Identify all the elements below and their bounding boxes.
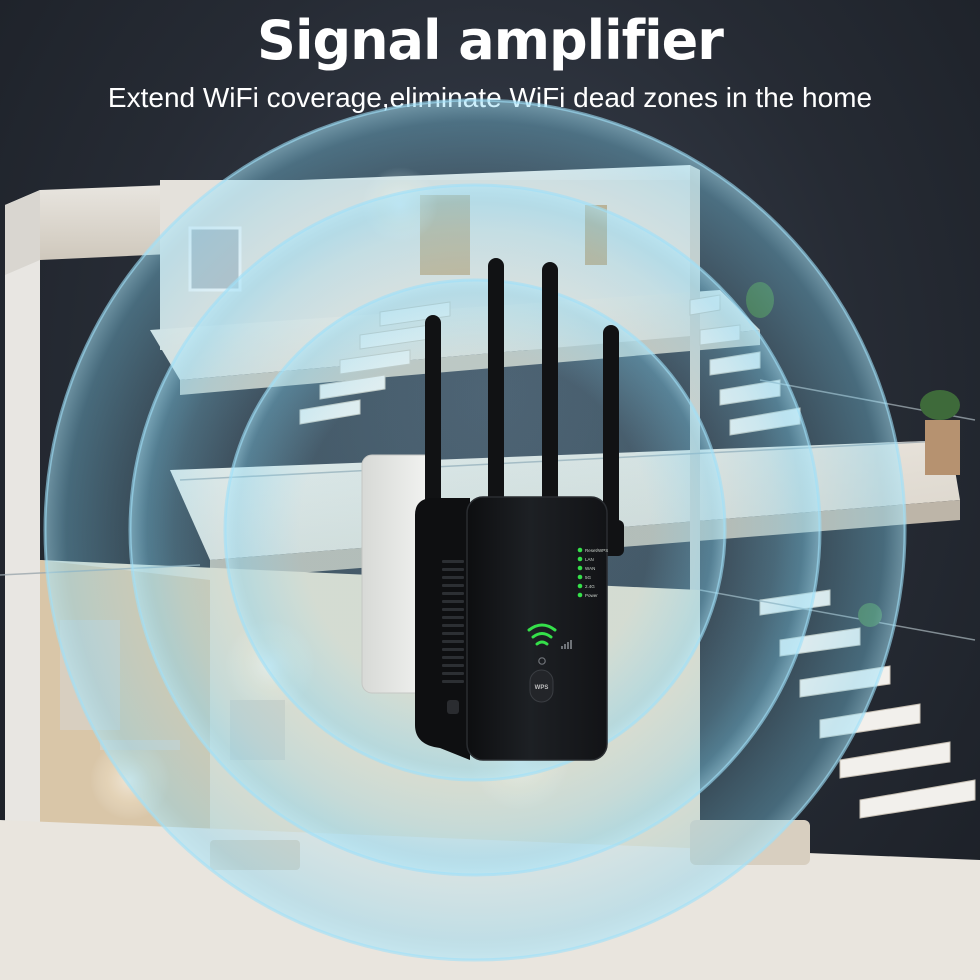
led-5g-indicator: [577, 574, 583, 580]
led-24g-indicator: [577, 583, 583, 589]
vent-grille: [442, 560, 464, 683]
headline: Signal amplifier: [257, 9, 724, 72]
led-label-5g: 5G: [585, 575, 592, 580]
reset-pinhole-icon: [538, 657, 546, 665]
wifi-icon: [527, 623, 557, 646]
wps-button[interactable]: WPS: [529, 669, 554, 703]
led-label-wan: WAN: [585, 566, 595, 571]
led-lan-indicator: [577, 556, 583, 562]
led-label-power: Power: [585, 593, 598, 598]
antennas: [420, 258, 624, 560]
led-label-24g: 2.4G: [585, 584, 595, 589]
wps-button-label: WPS: [535, 685, 549, 691]
signal-bars-icon: [561, 640, 572, 649]
led-reset-wps-indicator: [577, 547, 583, 553]
led-power-indicator: [577, 592, 583, 598]
led-panel: Reset/WPS LAN WAN 5G 2.4G Power: [577, 547, 608, 598]
wifi-extender: Reset/WPS LAN WAN 5G 2.4G Power WPS: [415, 496, 608, 761]
led-wan-indicator: [577, 565, 583, 571]
led-label-lan: LAN: [585, 557, 594, 562]
led-label-reset-wps: Reset/WPS: [585, 548, 608, 553]
